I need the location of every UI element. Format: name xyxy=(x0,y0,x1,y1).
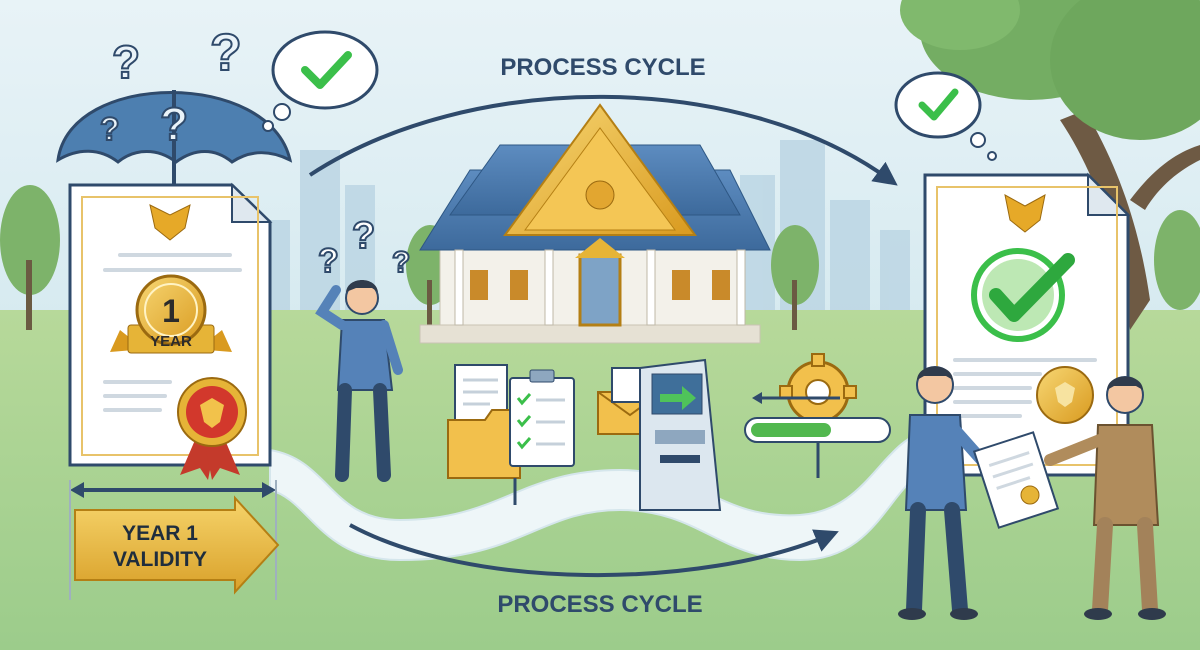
svg-text:?: ? xyxy=(100,111,120,147)
process-cycle-label-top: PROCESS CYCLE xyxy=(500,54,705,81)
process-arrow-top xyxy=(308,94,898,186)
question-marks-umbrella: ? ? ? ? xyxy=(99,23,243,151)
validity-line-1: YEAR 1 xyxy=(122,522,198,545)
process-arrow-bottom xyxy=(349,523,839,578)
citizen-person xyxy=(898,366,1001,620)
svg-text:?: ? xyxy=(392,246,410,279)
one-year-badge: 1 YEAR xyxy=(110,274,232,354)
validity-line-2: VALIDITY xyxy=(113,548,207,571)
svg-text:?: ? xyxy=(112,36,140,88)
handed-certificate xyxy=(972,431,1060,529)
gold-seal-icon xyxy=(1036,366,1094,424)
gear-progress-icon xyxy=(744,353,891,478)
official-person xyxy=(1044,376,1166,620)
confused-person: ? ? ? xyxy=(315,214,411,482)
validity-span-indicator xyxy=(69,480,277,600)
svg-text:?: ? xyxy=(160,98,188,150)
svg-text:?: ? xyxy=(352,215,375,257)
svg-text:?: ? xyxy=(318,242,339,280)
question-marks-person: ? ? ? xyxy=(317,214,411,281)
svg-text:?: ? xyxy=(210,24,242,82)
thought-bubble-check-right xyxy=(894,71,997,161)
submission-kiosk xyxy=(639,358,722,511)
garuda-emblem-icon xyxy=(149,204,191,241)
process-cycle-label-bottom: PROCESS CYCLE xyxy=(497,591,702,618)
certificate-right xyxy=(923,172,1131,477)
badge-word: YEAR xyxy=(150,333,192,350)
certificate-left: 1 YEAR xyxy=(68,182,273,480)
documents-folder-icon xyxy=(447,364,521,505)
badge-number: 1 xyxy=(162,293,180,329)
umbrella xyxy=(56,90,293,185)
red-seal-icon xyxy=(177,377,247,480)
approved-check-icon xyxy=(971,248,1075,342)
thought-bubble-check-left xyxy=(262,30,379,132)
checklist-clipboard-icon xyxy=(509,369,575,467)
garuda-emblem-icon-right xyxy=(1004,194,1046,233)
thai-temple xyxy=(419,103,771,344)
year-1-validity-arrow: YEAR 1 VALIDITY xyxy=(74,495,280,595)
